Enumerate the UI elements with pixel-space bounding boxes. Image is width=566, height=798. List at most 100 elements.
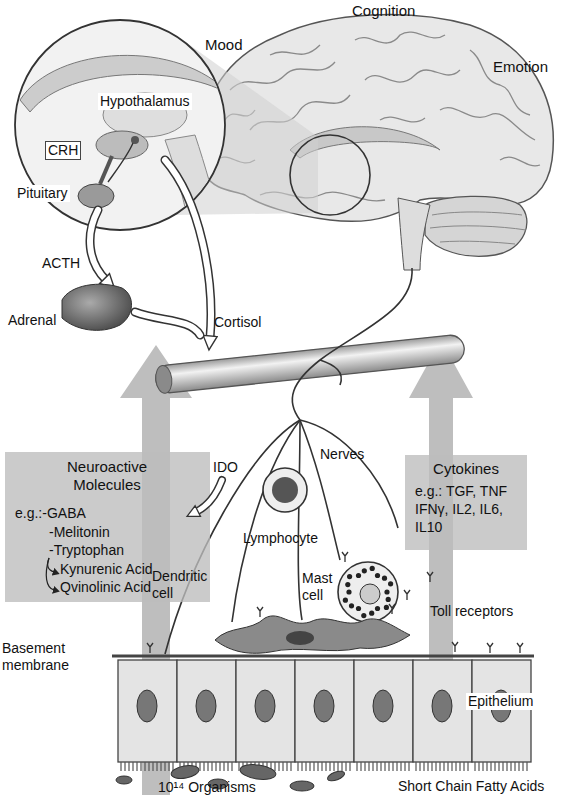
microvillus — [443, 762, 444, 771]
hypothalamus-region — [96, 131, 148, 159]
microvillus — [321, 762, 322, 771]
microvillus — [372, 762, 373, 771]
cortisol-arrow — [135, 312, 200, 335]
cytokine-box: Cytokinese.g.: TGF, TNF IFNγ, IL2, IL6, … — [405, 455, 527, 550]
part-label: Cortisol — [214, 314, 261, 331]
gyrus — [365, 70, 460, 82]
part-label: Short Chain Fatty Acids — [398, 778, 544, 795]
granule — [384, 605, 389, 610]
toll-receptor — [487, 643, 493, 653]
part-label: Mood — [205, 36, 243, 53]
toll-receptor — [517, 643, 523, 653]
microvillus — [384, 762, 385, 771]
toll-receptor — [452, 642, 458, 652]
nerve-fiber — [298, 420, 302, 620]
microvillus — [447, 762, 448, 771]
microvillus — [502, 762, 503, 771]
microvillus — [522, 762, 523, 771]
gyrus — [270, 45, 320, 55]
microvillus — [223, 762, 224, 771]
microvillus — [510, 762, 511, 771]
part-label: Nerves — [320, 446, 364, 463]
part-label: Mast cell — [302, 570, 342, 604]
microvillus — [514, 762, 515, 771]
neuron-axon — [108, 143, 133, 182]
granule — [382, 576, 387, 581]
microvillus — [482, 762, 483, 771]
microvillus — [463, 762, 464, 771]
microvillus — [478, 762, 479, 771]
microvillus — [474, 762, 475, 771]
part-label: Toll receptors — [430, 603, 513, 620]
microvillus — [227, 762, 228, 771]
gyrus — [500, 157, 540, 166]
microvillus — [498, 762, 499, 771]
cell-nucleus — [314, 690, 334, 722]
gyrus — [380, 117, 425, 122]
microvillus — [451, 762, 452, 771]
microvillus — [494, 762, 495, 771]
microvillus — [439, 762, 440, 771]
upward-arrow — [409, 340, 473, 762]
microvillus — [518, 762, 519, 771]
toll-receptor — [147, 643, 153, 653]
part-label: Dendritic cell — [152, 568, 216, 602]
microvillus — [341, 762, 342, 771]
microvillus — [388, 762, 389, 771]
adrenal-gland — [62, 284, 132, 330]
microvillus — [156, 762, 157, 771]
gyrus — [440, 108, 535, 140]
microvillus — [364, 762, 365, 771]
part-label: Pituitary — [15, 185, 70, 202]
cell-nucleus — [196, 690, 216, 722]
granule — [347, 574, 352, 579]
part-label: IDO — [213, 459, 238, 476]
microvillus — [274, 762, 275, 771]
brainstem — [398, 198, 430, 270]
zoom-circle — [290, 135, 370, 215]
epithelium-cells — [118, 660, 531, 771]
epithelial-cell — [177, 660, 236, 762]
callosum-section — [20, 55, 230, 112]
part-label: CRH — [45, 141, 81, 160]
microvillus — [356, 762, 357, 771]
arrow-outline — [196, 480, 222, 512]
epithelial-cell — [472, 660, 531, 762]
part-label: Basement membrane — [2, 640, 86, 674]
microvillus — [380, 762, 381, 771]
microvillus — [419, 762, 420, 771]
vessel-end — [154, 365, 173, 395]
acth-arrow — [90, 210, 106, 280]
microvillus — [309, 762, 310, 771]
microvillus — [376, 762, 377, 771]
dendritic-nucleus — [286, 631, 314, 645]
microvillus — [282, 762, 283, 771]
microvillus — [132, 762, 133, 771]
blood-vessel — [154, 334, 465, 394]
toll-receptor — [389, 604, 395, 614]
mast-cell-granules — [343, 566, 393, 618]
microvillus — [231, 762, 232, 771]
bacterium — [170, 764, 200, 781]
bacterium — [290, 781, 314, 791]
microvillus — [467, 762, 468, 771]
box-text: e.g.:-GABA — [15, 504, 86, 522]
part-label: Lymphocyte — [243, 530, 318, 547]
microvillus — [400, 762, 401, 771]
nerve-fiber — [292, 268, 412, 420]
granule — [361, 613, 366, 618]
epithelial-cell — [118, 660, 177, 762]
box-heading: Neuroactive Molecules — [47, 458, 167, 494]
arrow-outline — [90, 210, 106, 280]
microvillus — [337, 762, 338, 771]
box-text: Qvinolinic Acid — [60, 578, 151, 596]
granule — [343, 598, 348, 603]
epithelial-cell — [295, 660, 354, 762]
microvillus — [459, 762, 460, 771]
granule — [384, 589, 389, 594]
microvillus — [368, 762, 369, 771]
microvillus — [415, 762, 416, 771]
microvillus — [349, 762, 350, 771]
